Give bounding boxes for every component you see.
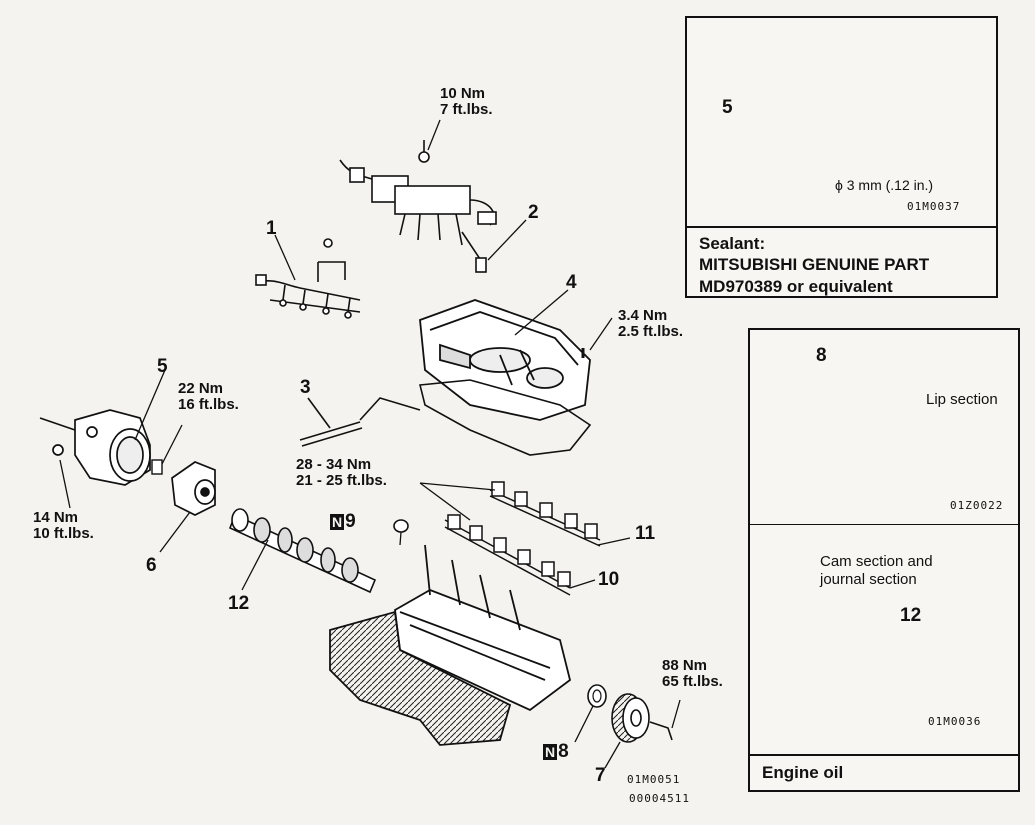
replace-part-badge: N <box>543 744 558 760</box>
sprocket-bolt <box>649 721 673 741</box>
sealant-part-name: MITSUBISHI GENUINE PART <box>699 255 930 275</box>
torque-nm: 88 Nm <box>662 657 708 674</box>
torque-label-10nm: 10 Nm 7 ft.lbs. <box>440 86 493 118</box>
ignition-coil-assembly <box>339 140 497 273</box>
torque-ftlb: 16 ft.lbs. <box>178 395 239 413</box>
callout-5: 5 <box>157 356 168 377</box>
sealant-divider <box>687 226 996 228</box>
spark-plug-cable-harness <box>255 238 361 319</box>
oil-seal-figure-code: 01Z0022 <box>950 499 1004 512</box>
torque-nm: 10 Nm <box>440 85 486 102</box>
torque-nm: 3.4 Nm <box>618 307 668 324</box>
oil-seal-8 <box>587 684 607 708</box>
cylinder-head <box>329 544 572 746</box>
sealant-figure-code: 01M0037 <box>907 200 961 213</box>
sealant-panel: 5 ϕ 3 mm (.12 in.) 01M0037 Sealant: MITS… <box>685 16 998 298</box>
callout-3: 3 <box>300 377 311 398</box>
rocker-cover-gasket <box>418 379 592 456</box>
cam-position-sensor <box>171 461 216 516</box>
lip-section-label: Lip section <box>926 391 998 408</box>
rocker-arm-shaft-exhaust <box>444 514 571 596</box>
callout-4: 4 <box>566 272 577 293</box>
rocker-cover <box>419 299 591 421</box>
torque-nm: 22 Nm <box>178 380 224 397</box>
camshaft-sprocket <box>611 693 650 743</box>
cam-position-sensor-housing <box>39 409 151 486</box>
callout-6: 6 <box>146 555 157 576</box>
sealant-heading: Sealant: <box>699 234 766 253</box>
torque-ftlb: 65 ft.lbs. <box>662 672 723 690</box>
engine-oil-label: Engine oil <box>762 763 844 782</box>
sealant-bead-dimension: ϕ 3 mm (.12 in.) <box>835 177 934 193</box>
cam-label-line2: journal section <box>820 571 917 588</box>
callout-8-number: 8 <box>558 741 569 762</box>
torque-nm: 28 - 34 Nm <box>296 456 372 473</box>
torque-label-28-34nm: 28 - 34 Nm 21 - 25 ft.lbs. <box>296 457 387 489</box>
sealant-part-number: 5 <box>722 97 733 118</box>
camshaft-part-number: 12 <box>900 605 922 626</box>
figure-code: 01M0051 <box>627 773 681 786</box>
replace-part-badge: N <box>330 514 345 530</box>
callout-2: 2 <box>528 202 539 223</box>
callout-9-number: 9 <box>345 511 356 532</box>
breather-hose <box>299 397 421 447</box>
torque-nm: 14 Nm <box>33 509 79 526</box>
callout-1: 1 <box>266 218 277 239</box>
figure-code-secondary: 00004511 <box>629 792 690 805</box>
rocker-arm-shaft-intake <box>489 481 601 547</box>
torque-label-3-4nm: 3.4 Nm 2.5 ft.lbs. <box>618 308 683 340</box>
torque-label-14nm: 14 Nm 10 ft.lbs. <box>33 510 94 542</box>
torque-ftlb: 2.5 ft.lbs. <box>618 322 684 340</box>
oil-seal-part-number: 8 <box>816 345 827 366</box>
camshaft <box>228 508 377 594</box>
cam-label-line1: Cam section and <box>820 553 933 570</box>
torque-ftlb: 21 - 25 ft.lbs. <box>296 471 387 489</box>
housing-bolt <box>151 459 163 475</box>
oil-footer-divider <box>750 754 1018 756</box>
callout-7: 7 <box>595 765 606 786</box>
torque-label-22nm: 22 Nm 16 ft.lbs. <box>178 381 239 413</box>
callout-12: 12 <box>228 593 250 614</box>
torque-ftlb: 10 ft.lbs. <box>33 524 94 542</box>
sealant-part-number-spec: MD970389 or equivalent <box>699 276 893 296</box>
camshaft-figure-code: 01M0036 <box>928 715 982 728</box>
torque-label-88nm: 88 Nm 65 ft.lbs. <box>662 658 723 690</box>
oil-panel-divider <box>750 524 1018 525</box>
engine-oil-panel: 8 Lip section 01Z0022 Cam section and jo… <box>748 328 1020 792</box>
sealant-spec: Sealant: MITSUBISHI GENUINE PART MD97038… <box>699 233 929 297</box>
callout-10: 10 <box>598 569 620 590</box>
torque-ftlb: 7 ft.lbs. <box>440 100 493 118</box>
oil-seal-9 <box>393 519 409 533</box>
callout-11: 11 <box>635 523 656 544</box>
cam-journal-label: Cam section and journal section <box>820 553 933 589</box>
